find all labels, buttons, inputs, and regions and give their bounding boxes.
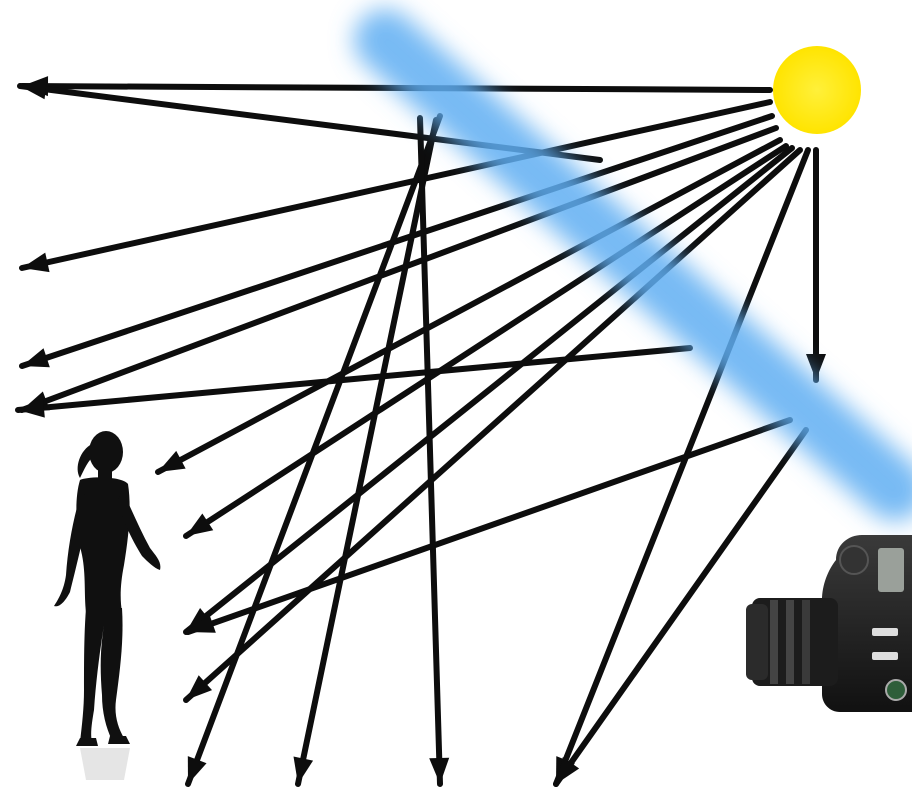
ray-arrowhead (186, 513, 213, 536)
light-rays (18, 76, 826, 784)
light-ray (186, 148, 792, 632)
sun-icon (773, 46, 861, 134)
camera-icon (746, 535, 912, 712)
ray-arrowhead (429, 758, 449, 784)
person-reflection (80, 748, 130, 780)
ray-arrowhead (22, 348, 50, 367)
light-ray (420, 118, 440, 784)
light-ray (18, 348, 690, 410)
ray-arrowhead (158, 451, 186, 472)
light-ray (188, 420, 790, 632)
person-silhouette-icon (54, 431, 160, 746)
light-ray (188, 116, 440, 784)
ray-arrowhead (188, 756, 207, 784)
